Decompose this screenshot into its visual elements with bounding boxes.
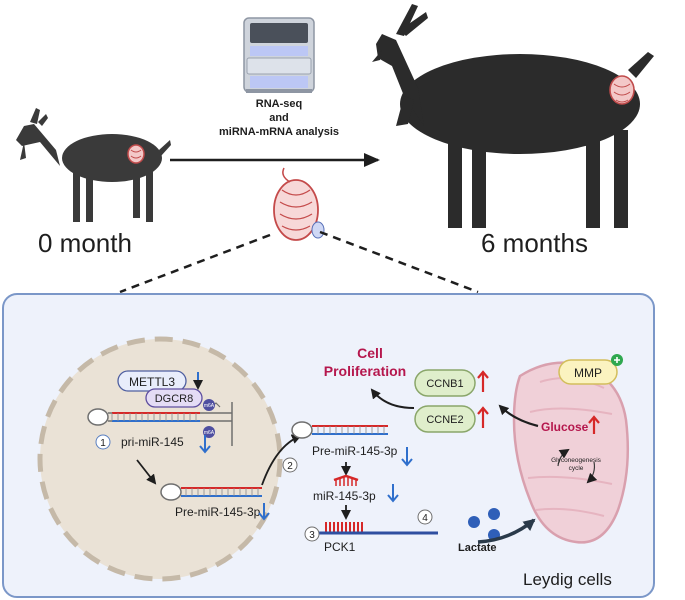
young-testis-icon — [127, 144, 145, 164]
proliferation-label-line-2: Proliferation — [324, 363, 406, 379]
sequencer-icon — [243, 17, 315, 93]
m6a-label-2: m6A — [204, 430, 215, 436]
adult-goat-icon — [372, 4, 654, 228]
right-time-label: 6 months — [481, 228, 588, 258]
ccnb1-label: CCNB1 — [426, 378, 463, 390]
step-4-number: 4 — [422, 513, 428, 524]
m6a-mark-1 — [203, 399, 215, 411]
proliferation-label-line-1: Cell — [357, 345, 383, 361]
mature-mir-label: miR-145-3p — [313, 489, 376, 503]
step-3-number: 3 — [309, 530, 315, 541]
zoom-line-right — [319, 230, 479, 294]
lactate-arrow — [477, 518, 536, 544]
zoom-line-left — [119, 233, 271, 294]
step-2-number: 2 — [287, 461, 293, 472]
step-4-badge — [417, 509, 433, 525]
mitochondrion — [512, 361, 630, 544]
mmp-pill — [558, 359, 618, 385]
analysis-line-1: RNA-seq — [256, 98, 302, 110]
cycle-label-line-1: Glyconeogenesis — [551, 457, 602, 464]
export-arrow — [261, 434, 302, 486]
lactate-molecule-2 — [488, 508, 500, 520]
pri-mir-hairpin — [87, 402, 233, 446]
glucose-label: Glucose — [541, 420, 589, 434]
cyclins-to-proliferation-arrow — [370, 388, 415, 409]
mmp-label: MMP — [574, 366, 602, 380]
pre-mir-outside-label: Pre-miR-145-3p — [312, 444, 398, 458]
m6a-label-1: m6A — [204, 403, 215, 409]
cycle-label-line-2: cycle — [569, 465, 584, 472]
mature-mir-fragment — [333, 474, 359, 486]
analysis-line-2: and — [269, 112, 289, 124]
lactate-molecule-1 — [468, 516, 480, 528]
step-1-badge — [95, 434, 111, 450]
pck1-mrna — [312, 522, 438, 535]
step-2-badge — [282, 457, 298, 473]
ccnb1-pill — [414, 369, 476, 397]
pre-mir-hairpin-inside — [160, 483, 262, 501]
analysis-line-3: miRNA-mRNA analysis — [219, 126, 339, 138]
pre-mir-hairpin-outside — [291, 421, 388, 439]
ccne2-pill — [414, 405, 476, 433]
dgcr8-pill — [145, 388, 203, 408]
nucleus — [37, 336, 283, 582]
pri-mir-label: pri-miR-145 — [121, 435, 184, 449]
pre-mir-inside-label: Pre-miR-145-3p — [175, 505, 261, 519]
step-1-number: 1 — [100, 438, 106, 449]
testis-cross-section-icon — [273, 167, 325, 241]
panel-title: Leydig cells — [523, 570, 612, 589]
glucose-to-ccne2-arrow — [498, 404, 539, 428]
left-time-label: 0 month — [38, 228, 132, 258]
processing-arrow-1 — [136, 459, 157, 485]
dgcr8-label: DGCR8 — [155, 393, 194, 405]
ccne2-label: CCNE2 — [426, 414, 463, 426]
mettl3-label: METTL3 — [129, 375, 175, 389]
lactate-label: Lactate — [458, 542, 497, 554]
adult-testis-icon — [609, 75, 635, 105]
step-3-badge — [304, 526, 320, 542]
young-goat-icon — [16, 108, 171, 222]
pck1-label: PCK1 — [324, 540, 356, 554]
